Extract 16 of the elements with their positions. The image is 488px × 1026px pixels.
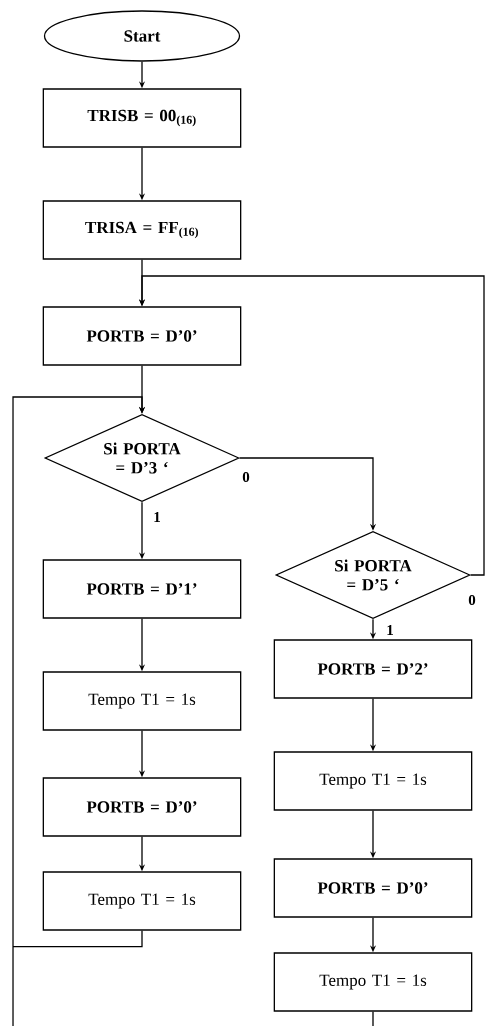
edge-label: 0: [241, 470, 251, 484]
process-box: PORTB = D’0’: [42, 306, 242, 366]
process-box: PORTB = D’2’: [273, 639, 473, 699]
process-box: Tempo T1 = 1s: [42, 871, 242, 931]
edge-label: 1: [152, 511, 162, 523]
edge-label: 1: [385, 624, 395, 636]
start-terminal: Start: [43, 10, 241, 62]
process-box: Tempo T1 = 1s: [273, 952, 473, 1012]
arrow: [12, 396, 146, 1026]
process-box: PORTB = D’1’: [42, 559, 242, 619]
process-box: PORTB = D’0’: [42, 777, 242, 837]
process-box: TRISB = 00$_{(16)}$: [42, 88, 242, 148]
process-box: Tempo T1 = 1s: [42, 671, 242, 731]
process-box: Tempo T1 = 1s: [273, 751, 473, 811]
process-box: PORTB = D’0’: [273, 858, 473, 918]
process-box: TRISA = FF$_{(16)}$: [42, 200, 242, 260]
